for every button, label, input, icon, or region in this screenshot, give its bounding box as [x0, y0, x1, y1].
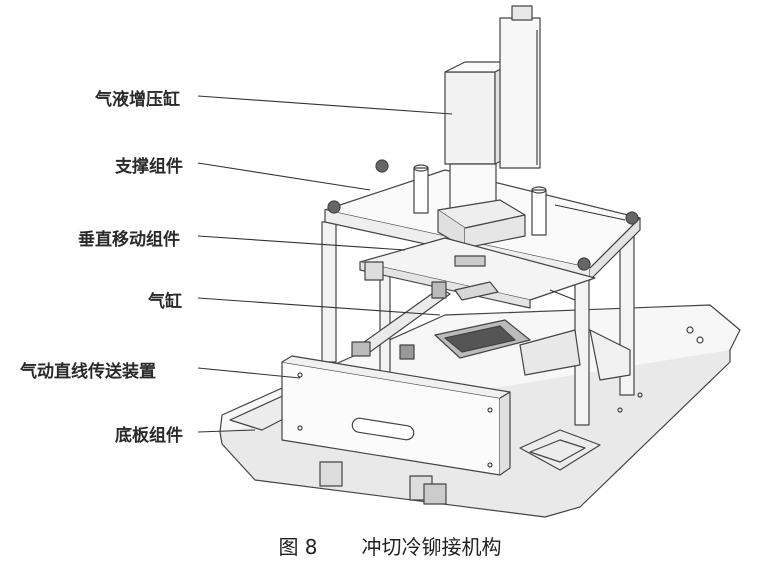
label-booster-cylinder: 气液增压缸 — [95, 90, 180, 110]
label-vertical-move-assembly: 垂直移动组件 — [78, 230, 180, 250]
label-linear-transfer-device: 气动直线传送装置 — [20, 362, 156, 382]
die-block — [399, 319, 631, 381]
label-cylinder: 气缸 — [148, 292, 182, 312]
figure-caption: 图 8 冲切冷铆接机构 — [0, 531, 780, 560]
transfer-panel — [281, 355, 511, 476]
leader-lines — [197, 95, 626, 433]
label-base-plate-assembly: 底板组件 — [115, 426, 183, 446]
caption-title: 冲切冷铆接机构 — [361, 535, 502, 559]
feet — [319, 461, 447, 505]
pneumatic-cylinder — [351, 281, 499, 357]
guide-posts — [413, 164, 547, 236]
booster-cylinder — [437, 5, 541, 249]
caption-number: 图 8 — [278, 535, 318, 559]
label-support-assembly: 支撑组件 — [115, 157, 183, 177]
